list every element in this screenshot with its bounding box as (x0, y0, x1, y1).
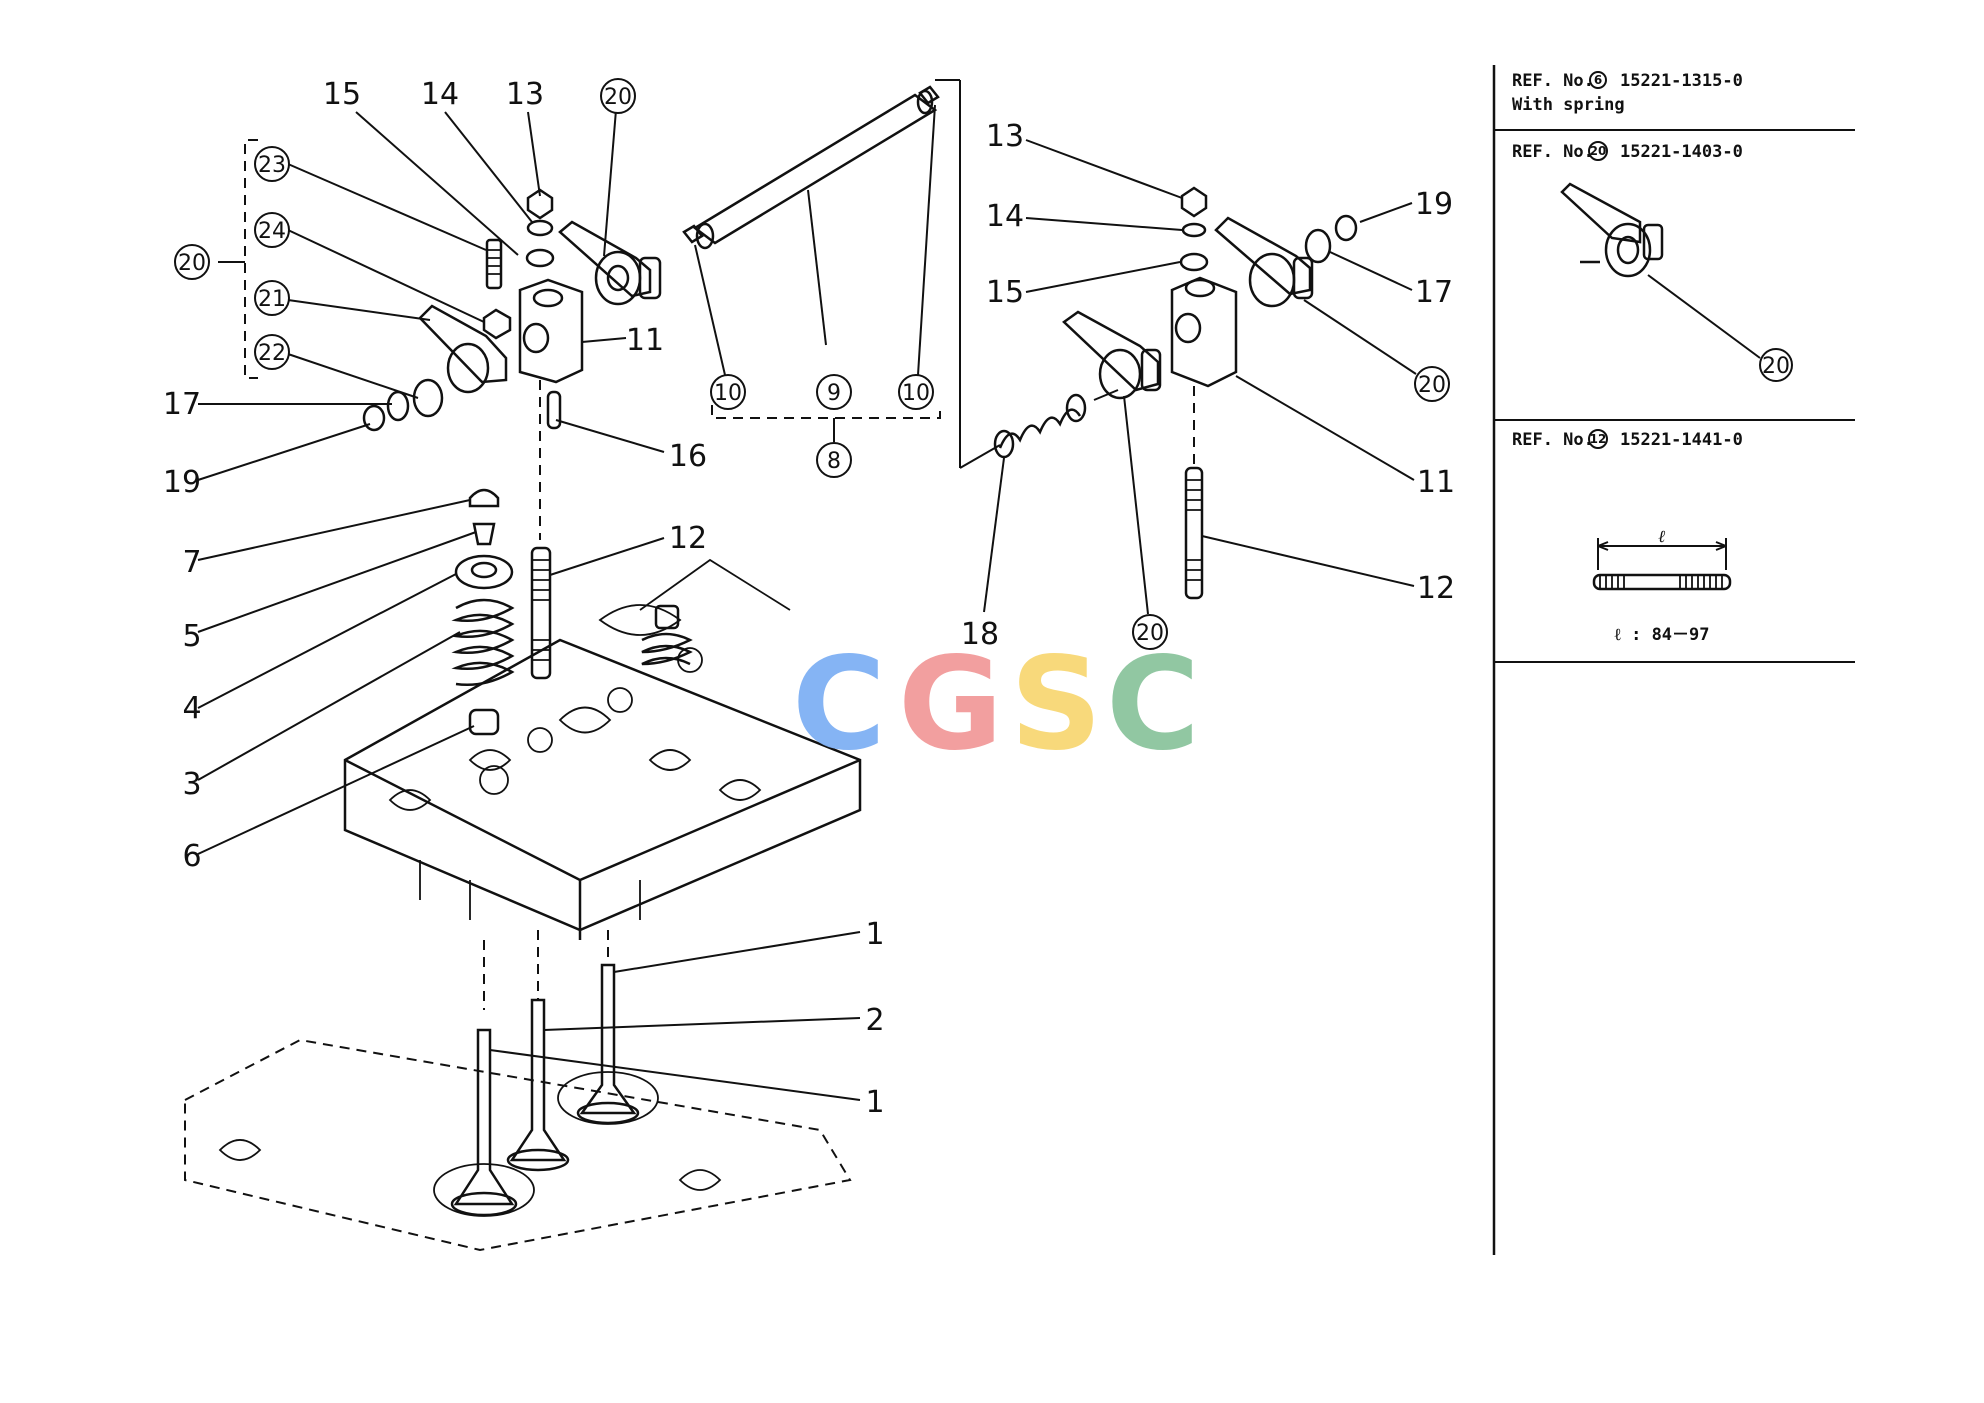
callout-20-group: 20 (178, 251, 206, 276)
callout-20-top: 20 (604, 85, 632, 110)
callout-circle-20-group (174, 244, 210, 280)
label-11-left: 11 (626, 323, 664, 358)
ref1-prefix: REF. No. (1512, 71, 1594, 91)
ref2-prefix: REF. No. (1512, 142, 1594, 162)
label-15-left: 15 (323, 77, 361, 112)
label-12-left: 12 (669, 521, 707, 556)
label-14-left: 14 (421, 77, 459, 112)
ref2-num-circle (1588, 141, 1608, 161)
label-14-right: 14 (986, 199, 1024, 234)
label-13-right: 13 (986, 119, 1024, 154)
callout-circle-23 (254, 146, 290, 182)
callout-circle-8 (816, 442, 852, 478)
callout-22: 22 (258, 341, 286, 366)
callout-20-right-a: 20 (1418, 373, 1446, 398)
rocker-shaft-group (682, 79, 1001, 469)
ref3-num-circle (1588, 429, 1608, 449)
label-19-right: 19 (1415, 187, 1453, 222)
callout-10b: 10 (902, 381, 930, 406)
ref2-callout-circle (1759, 348, 1793, 382)
callout-23: 23 (258, 153, 286, 178)
label-2: 2 (865, 1003, 884, 1038)
label-16: 16 (669, 439, 707, 474)
right-leaders (983, 139, 1417, 615)
cylinder-head (343, 558, 862, 940)
ref1-num-circle (1589, 71, 1607, 89)
label-11-right: 11 (1417, 465, 1455, 500)
callout-circle-20-right-a (1414, 366, 1450, 402)
ref2-leader (1647, 274, 1761, 359)
label-17-left: 17 (163, 387, 201, 422)
ref3-num: 12 (1590, 432, 1607, 446)
callout-circle-22 (254, 334, 290, 370)
callout-circle-20-right-b (1132, 614, 1168, 650)
label-19-left: 19 (163, 465, 201, 500)
callout-21: 21 (258, 287, 286, 312)
callout-24: 24 (258, 219, 286, 244)
ref2-part-number: 15221-1403-0 (1620, 142, 1743, 162)
label-13-left: 13 (506, 77, 544, 112)
callout-10a: 10 (714, 381, 742, 406)
ref2-callout: 20 (1762, 354, 1790, 379)
ref1-note: With spring (1512, 95, 1625, 115)
label-6: 6 (182, 839, 201, 874)
label-15-right: 15 (986, 275, 1024, 310)
callout-8: 8 (827, 449, 841, 474)
ref2-num: 20 (1590, 144, 1607, 158)
label-5: 5 (182, 619, 201, 654)
label-4: 4 (182, 691, 201, 726)
right-rocker-assembly (993, 186, 1358, 600)
callout-circle-20-top (600, 78, 636, 114)
label-1-lower: 1 (865, 1085, 884, 1120)
label-7: 7 (182, 545, 201, 580)
left-leaders (197, 109, 861, 1101)
watermark-letter-1: C (792, 630, 886, 779)
callout-20-right-b: 20 (1136, 621, 1164, 646)
reference-panel: REF. No. 6 15221-1315-0 With spring REF.… (1492, 65, 1855, 1255)
watermark-letter-2: G (898, 630, 1003, 779)
callout-circle-9 (816, 374, 852, 410)
callout-circle-10b (898, 374, 934, 410)
callout-circle-24 (254, 212, 290, 248)
label-17-right: 17 (1415, 275, 1453, 310)
callout-circle-21 (254, 280, 290, 316)
ref3-dim-text: ℓ : 84－97 (1614, 625, 1709, 645)
callout-circle-10a (710, 374, 746, 410)
label-3: 3 (182, 767, 201, 802)
ref3-dim-symbol: ℓ (1658, 527, 1665, 547)
label-12-right: 12 (1417, 571, 1455, 606)
rocker-arm-icon (1560, 182, 1664, 278)
cgsc-watermark: C G S C (792, 630, 1200, 779)
watermark-letter-3: S (1010, 630, 1102, 779)
callout-9: 9 (827, 381, 841, 406)
ref1-part-number: 15221-1315-0 (1620, 71, 1743, 91)
ref1-num: 6 (1594, 73, 1602, 87)
ref3-part-number: 15221-1441-0 (1620, 430, 1743, 450)
stud-bolt-icon (1592, 538, 1732, 591)
label-1-upper: 1 (865, 917, 884, 952)
watermark-letter-4: C (1106, 630, 1200, 779)
valves (184, 930, 852, 1252)
label-18: 18 (961, 617, 999, 652)
ref3-prefix: REF. No. (1512, 430, 1594, 450)
